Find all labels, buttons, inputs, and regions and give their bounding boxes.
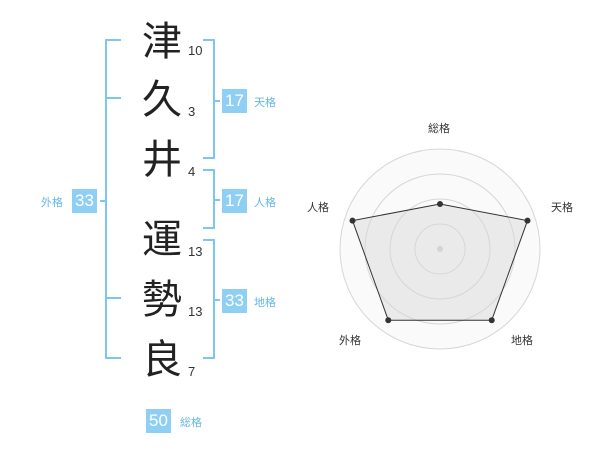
ten-label: 天格 xyxy=(254,96,276,109)
stroke-count-2: 3 xyxy=(188,104,196,119)
radar-axis-label-4: 外格 xyxy=(339,334,361,347)
radar-point-1 xyxy=(437,201,443,207)
radar-grid-ring xyxy=(389,198,491,300)
radar-axis-label-3: 地格 xyxy=(511,334,533,347)
name-char-5: 勢 xyxy=(142,277,182,323)
name-char-6: 良 xyxy=(142,337,182,383)
radar-axis-label-5: 人格 xyxy=(307,201,329,214)
chi-label: 地格 xyxy=(254,296,276,309)
name-char-4: 運 xyxy=(142,217,182,263)
gai-label: 外格 xyxy=(41,196,63,209)
radar-point-3 xyxy=(488,317,495,324)
radar-point-2 xyxy=(524,217,531,224)
radar-series xyxy=(349,201,531,324)
name-char-2: 久 xyxy=(142,77,182,123)
name-char-3: 井 xyxy=(142,137,182,183)
radar-center-dot xyxy=(437,246,443,252)
stroke-count-3: 4 xyxy=(188,164,196,179)
radar-grid-ring xyxy=(339,148,541,350)
radar-grid xyxy=(339,148,541,350)
radar-point-5 xyxy=(349,217,356,224)
jin-label: 人格 xyxy=(254,196,276,209)
total-label: 総格 xyxy=(180,416,202,429)
radar-grid-ring xyxy=(414,223,466,275)
jin-value-badge: 17 xyxy=(222,189,247,213)
radar-axis-label-1: 総格 xyxy=(428,122,450,135)
stroke-count-4: 13 xyxy=(188,244,203,259)
radar-grid-ring xyxy=(364,173,516,325)
ten-value-badge: 17 xyxy=(222,89,247,113)
chi-value-badge: 33 xyxy=(222,289,247,313)
stroke-count-6: 7 xyxy=(188,364,196,379)
radar-polygon xyxy=(351,203,529,321)
name-char-1: 津 xyxy=(142,19,182,65)
stroke-count-5: 13 xyxy=(188,304,203,319)
radar-point-4 xyxy=(385,317,392,324)
ten-bracket xyxy=(203,39,215,159)
gai-bracket xyxy=(105,39,121,359)
gai-value-badge: 33 xyxy=(72,189,97,213)
stroke-count-1: 10 xyxy=(188,43,203,58)
total-value-badge: 50 xyxy=(146,409,171,433)
radar-axis-label-2: 天格 xyxy=(551,201,573,214)
